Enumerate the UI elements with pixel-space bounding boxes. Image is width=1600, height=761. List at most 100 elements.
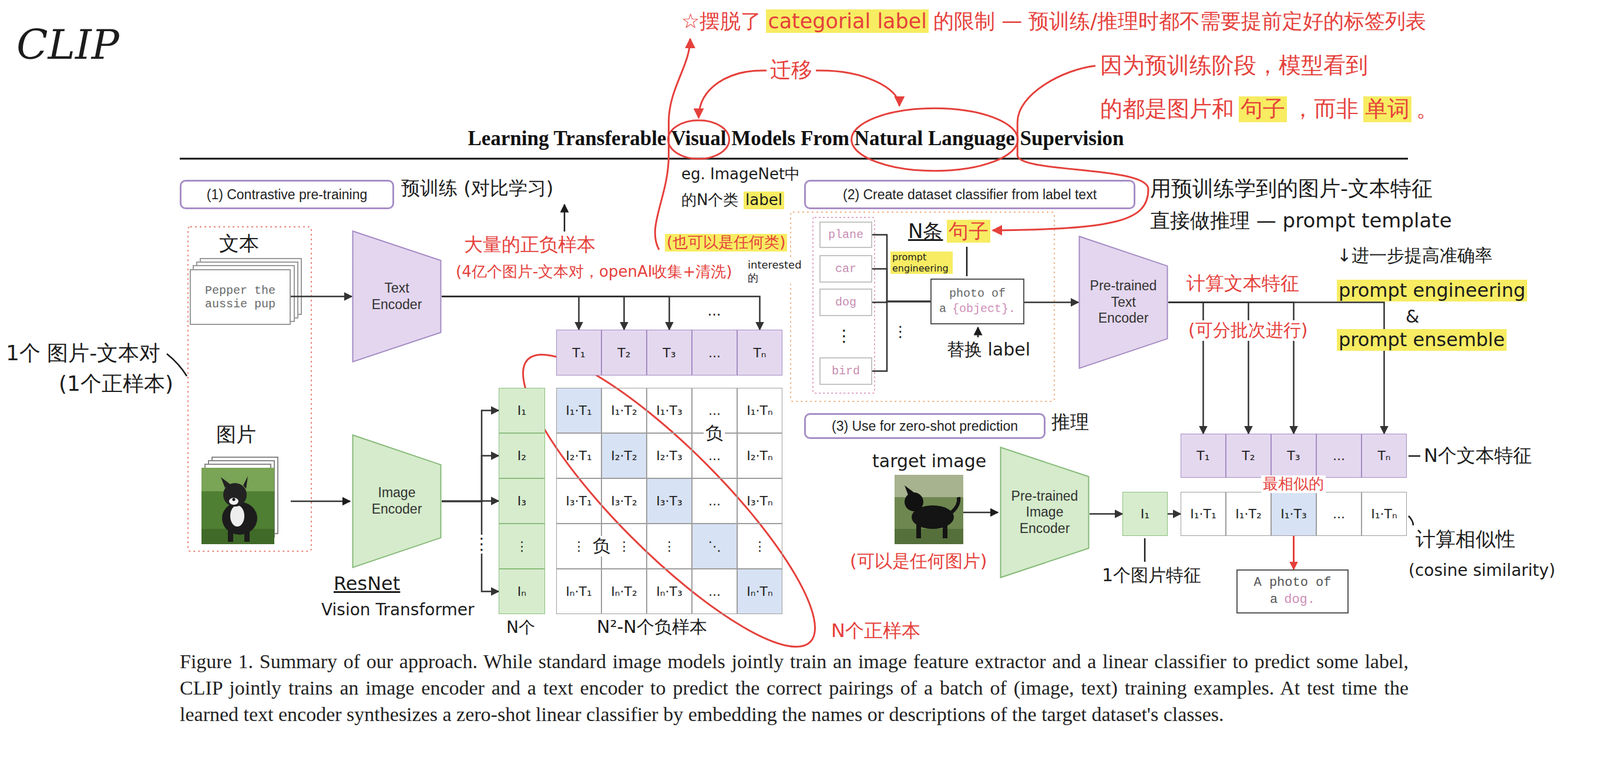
- class-label-box: dog: [819, 288, 873, 317]
- positive-pairs-ellipse: [491, 322, 848, 680]
- text-holder: I₃·T₃: [656, 493, 683, 509]
- annotation: N个: [506, 617, 536, 637]
- text-holder: I₂·Tₙ: [746, 448, 773, 463]
- text-feature-cell: T₃: [646, 329, 692, 376]
- annotation: ...: [706, 303, 724, 320]
- text-holder: A photo of adog.: [1242, 574, 1343, 608]
- text-feature-cell: T₁: [1180, 433, 1226, 478]
- text-holder: T₁: [1196, 448, 1210, 463]
- node-text: Iₙ·T₂: [610, 583, 638, 599]
- annotation: 1个图片特征: [1101, 565, 1202, 586]
- image-encoder-trapezoid: Pre-trained Image Encoder: [999, 445, 1090, 579]
- text-holder: (2) Create dataset classifier from label…: [842, 186, 1097, 203]
- text-input-card: Pepper the aussie pup: [189, 269, 291, 325]
- node-text: (2) Create dataset classifier from label…: [842, 186, 1097, 203]
- text-feature-cell: Tₙ: [1361, 433, 1407, 478]
- figure-caption: Figure 1. Summary of our approach. While…: [179, 647, 1409, 728]
- text-holder: Iₙ·Tₙ: [746, 583, 773, 599]
- node-text: I₃·T₂: [610, 493, 638, 509]
- connector: [1168, 302, 1385, 435]
- text-holder: ⋱: [708, 538, 722, 554]
- text-holder: Pepper the aussie pup: [194, 283, 287, 311]
- similarity-cell: ...: [691, 478, 738, 524]
- annotation: ResNet: [333, 572, 400, 595]
- node-text: Pepper the aussie pup: [204, 283, 276, 311]
- node-text: ⋮: [515, 538, 529, 554]
- annotation: 句子: [1238, 96, 1287, 123]
- node-text: T₁: [572, 345, 586, 361]
- node-text: ...: [708, 345, 721, 361]
- paper-title: Learning Transferable Visual Models From…: [0, 126, 1592, 151]
- input-region: [187, 226, 312, 551]
- similarity-cell: I₂·T₁: [556, 432, 602, 479]
- node-text: I₁·T₁: [1190, 506, 1217, 521]
- photo-stack: [201, 456, 278, 544]
- similarity-cell: I₁·T₃: [1271, 491, 1317, 536]
- text-holder: Pre-trained Text Encoder: [1087, 277, 1161, 327]
- image-feature-cell: I₃: [498, 478, 546, 524]
- text-holder: I₁·T₃: [656, 402, 683, 418]
- node-text: ⋮: [753, 538, 767, 554]
- similarity-cell: I₁·T₁: [1180, 491, 1226, 536]
- annotation: 计算文本特征: [1186, 272, 1300, 295]
- target-dog-photo: [894, 474, 964, 544]
- node-text: bird: [831, 364, 860, 378]
- text-feature-cell: ...: [1316, 433, 1362, 478]
- annotation: 替换 label: [946, 339, 1031, 361]
- connector: [441, 296, 625, 331]
- annotation: 图片: [216, 422, 257, 446]
- node-text: I₁·Tₙ: [1370, 506, 1398, 521]
- text-holder: photo of a{object}.: [936, 286, 1019, 317]
- connector: [441, 296, 670, 331]
- text-holder: I₃·Tₙ: [746, 493, 773, 509]
- node-text: I₁·T₃: [1280, 506, 1307, 521]
- annotation: (4亿个图片-文本对，openAI收集+清洗): [455, 263, 732, 281]
- annotation: 负: [703, 422, 725, 444]
- text-holder: T₂: [617, 345, 631, 361]
- annotation: prompt engineering: [1336, 279, 1528, 302]
- node-text: car: [835, 261, 857, 276]
- node-text: ...: [708, 583, 721, 599]
- annotation: CLIP: [16, 21, 120, 69]
- annotation: 直接做推理 — prompt template: [1150, 209, 1452, 233]
- prediction-box: A photo of adog.: [1236, 569, 1349, 614]
- label-list-outline: [812, 217, 875, 393]
- annotation: N条: [908, 219, 943, 243]
- node-text: I₂: [517, 448, 527, 463]
- text-holder: plane: [828, 227, 864, 242]
- text-holder: Iₙ·T₂: [610, 583, 638, 599]
- text-holder: ...: [708, 583, 721, 599]
- similarity-cell: I₂·Tₙ: [737, 432, 783, 479]
- text-holder: Iₙ: [517, 583, 527, 599]
- text-holder: ⋮: [515, 538, 529, 554]
- annotation: 大量的正负样本: [464, 233, 596, 256]
- connector: [441, 296, 761, 331]
- text-holder: I₂: [517, 448, 527, 463]
- annotation: (可分批次进行): [1186, 320, 1310, 341]
- text-holder: I₃·T₂: [610, 493, 638, 509]
- text-holder: ⋮: [617, 538, 631, 554]
- text-holder: Iₙ·T₃: [656, 583, 683, 599]
- classifier-region: [790, 212, 1055, 402]
- similarity-cell: I₃·T₃: [646, 478, 692, 524]
- text-encoder-trapezoid: Text Encoder: [351, 229, 442, 363]
- similarity-cell: I₃·Tₙ: [737, 478, 783, 524]
- text-holder: Tₙ: [753, 345, 766, 361]
- node-text: ...: [708, 448, 721, 463]
- text-holder: I₁·T₂: [1235, 506, 1262, 521]
- image-feature-cell: I₁: [498, 387, 546, 433]
- annotation: 的限制 — 预训练/推理时都不需要提前定好的标签列表: [933, 9, 1427, 33]
- class-label-box: car: [819, 254, 873, 283]
- text-holder: I₁·T₁: [1190, 506, 1217, 521]
- annotation-arrow: [815, 70, 900, 106]
- annotation-row: ☆摆脱了categorial label的限制 — 预训练/推理时都不需要提前定…: [681, 9, 1431, 33]
- annotation: categorial label: [765, 9, 929, 33]
- node-text: ⋮: [663, 538, 677, 554]
- node-text: Text Encoder: [371, 280, 423, 312]
- annotation: (也可以是任何类): [664, 233, 788, 252]
- text-holder: T₁: [572, 345, 586, 361]
- annotation: (可以是任何图片): [849, 550, 987, 572]
- section-header: (2) Create dataset classifier from label…: [804, 179, 1136, 210]
